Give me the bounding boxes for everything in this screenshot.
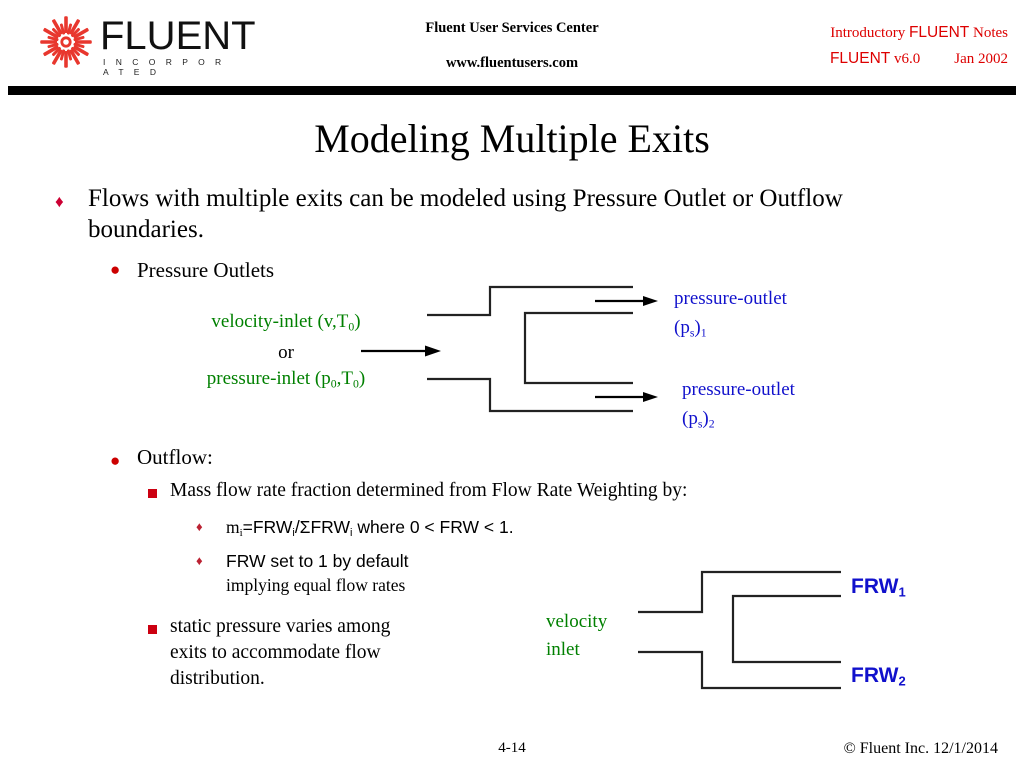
header-divider-bar	[8, 86, 1016, 95]
bullet3b-text: static pressure varies among exits to ac…	[170, 614, 390, 692]
header-right-line1: Introductory FLUENT Notes	[830, 20, 1008, 46]
header-center-line1: Fluent User Services Center	[425, 20, 599, 36]
diagram1-inlet-label: velocity-inlet (v,T0) or pressure-inlet …	[175, 309, 397, 398]
bullet3b-marker-square-icon	[148, 625, 157, 634]
version-word: v6.0	[890, 51, 921, 67]
diagram2-inlet-line1: velocity	[546, 611, 608, 632]
diagram2-inlet-label: velocity inlet	[546, 608, 607, 664]
header-center-text: Fluent User Services Center www.fluentus…	[0, 20, 1024, 72]
inlet-flow-arrow-icon	[361, 345, 441, 357]
bullet4a-marker-icon: ♦	[196, 519, 203, 534]
bullet4b-line1: FRW set to 1 by default	[226, 551, 409, 571]
bullet1-text: Flows with multiple exits can be modeled…	[88, 185, 843, 243]
bullet4b-text: FRW set to 1 by default implying equal f…	[226, 549, 409, 597]
diagram2-frw2-label: FRW2	[851, 664, 906, 689]
bullet2b-marker-dot-icon: ●	[110, 451, 121, 470]
date-word: Jan 2002	[954, 51, 1008, 67]
diagram2-frw1-label: FRW1	[851, 575, 906, 600]
header-right-text: Introductory FLUENT Notes FLUENT v6.0 Jan…	[830, 20, 1008, 72]
logo-wordmark: FLUENT	[100, 14, 256, 58]
fluent-word-2: FLUENT	[829, 50, 891, 67]
fluent-word: FLUENT	[908, 24, 970, 41]
bullet2b-text: Outflow:	[137, 445, 213, 469]
diagram1-inlet-pressure: pressure-inlet (p0,T0)	[206, 368, 366, 391]
formula-frw-den: /ΣFRW	[294, 517, 351, 537]
fluent-logo: FLUENT I N C O R P O R A T E D	[30, 12, 256, 77]
diagram1-outlet1-line1: pressure-outlet	[674, 288, 787, 309]
footer-page-number: 4-14	[498, 740, 526, 756]
bullet4b-marker-icon: ♦	[196, 553, 203, 568]
bullet4a-formula: mi=FRWi/ΣFRWi where 0 < FRW < 1.	[226, 517, 514, 540]
bullet1-marker-diamond-icon: ♦	[55, 192, 64, 211]
bullet3a-text: Mass flow rate fraction determined from …	[170, 480, 688, 501]
bullet3b-line3: distribution.	[170, 668, 265, 689]
formula-frw-num: =FRW	[242, 517, 293, 537]
bullet2a-marker-dot-icon: ●	[110, 260, 121, 279]
outflow-frw-duct-diagram	[638, 570, 841, 690]
diagram1-inlet-velocity: velocity-inlet (v,T0)	[211, 311, 361, 334]
fluent-starburst-icon	[40, 16, 92, 68]
bullet2a-text: Pressure Outlets	[137, 258, 275, 282]
diagram1-outlet2-line2: (ps)2	[682, 408, 715, 431]
diagram1-outlet2-line1: pressure-outlet	[682, 379, 795, 400]
notes-word: Notes	[969, 25, 1008, 41]
outlet1-flow-arrow-icon	[595, 296, 658, 306]
diagram1-outlet2-label: pressure-outlet (ps)2	[682, 375, 795, 438]
logo-subtext: I N C O R P O R A T E D	[103, 57, 226, 77]
diagram1-inlet-or: or	[278, 342, 294, 364]
page-title: Modeling Multiple Exits	[314, 116, 710, 161]
bullet3b-line1: static pressure varies among	[170, 616, 391, 637]
diagram2-inlet-line2: inlet	[546, 639, 580, 660]
formula-m: m	[226, 517, 240, 537]
diagram1-outlet1-line2: (ps)1	[674, 317, 707, 340]
diagram1-outlet1-label: pressure-outlet (ps)1	[674, 284, 787, 347]
header-right-line2: FLUENT v6.0 Jan 2002	[830, 46, 1008, 72]
formula-tail: where 0 < FRW < 1.	[352, 517, 514, 537]
footer-copyright: © Fluent Inc. 12/1/2014	[843, 740, 998, 757]
bullet4b-line2: implying equal flow rates	[226, 575, 406, 595]
header-center-line2: www.fluentusers.com	[445, 55, 579, 71]
intro-word: Introductory	[830, 25, 909, 41]
outlet2-flow-arrow-icon	[595, 392, 658, 402]
bullet3b-line2: exits to accommodate flow	[170, 642, 381, 663]
bullet3a-marker-square-icon	[148, 489, 157, 498]
pressure-outlet-duct-diagram	[361, 285, 658, 413]
